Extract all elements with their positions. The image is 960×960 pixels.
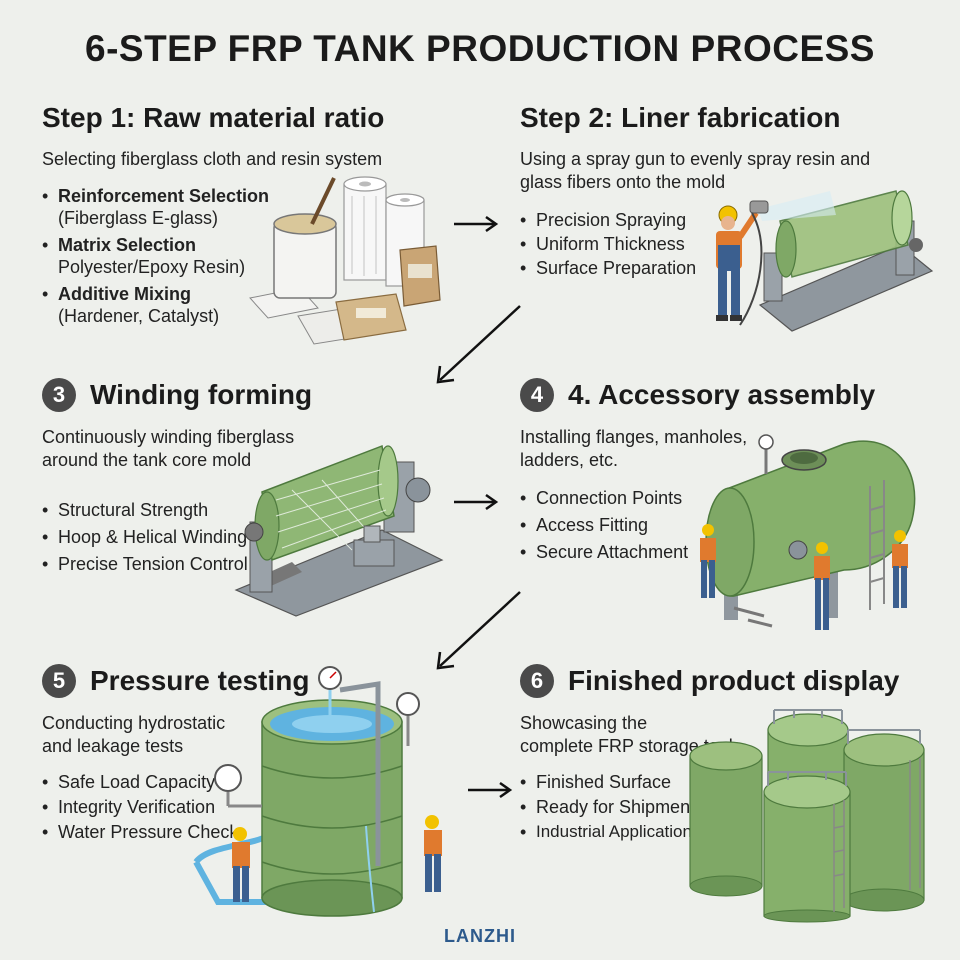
step-1-description: Selecting fiberglass cloth and resin sys… xyxy=(42,149,383,169)
arrow-right-icon xyxy=(468,781,513,799)
list-item: Additive Mixing(Hardener, Catalyst) xyxy=(42,283,384,327)
list-item: Structural Strength xyxy=(42,498,312,522)
list-item: Industrial Applications xyxy=(520,820,899,844)
pressure-test-tank-icon xyxy=(193,666,442,917)
arrow-down-left-icon xyxy=(436,305,521,384)
step-1-list: Reinforcement Selection(Fiberglass E-gla… xyxy=(42,185,384,327)
finished-tanks-icon xyxy=(689,709,925,923)
list-item: Reinforcement Selection(Fiberglass E-gla… xyxy=(42,185,384,229)
step-5-description: Conducting hydrostatic and leakage tests xyxy=(42,713,226,756)
step-2-description: Using a spray gun to evenly spray resin … xyxy=(520,149,871,192)
list-item: Precise Tension Control xyxy=(42,552,312,576)
step-number-badge: 6 xyxy=(520,664,554,698)
brand-logo: LANZHI xyxy=(444,926,516,946)
list-item: Finished Surface xyxy=(520,770,899,794)
list-item: Safe Load Capacity xyxy=(42,770,309,794)
list-item: Access Fitting xyxy=(520,513,875,537)
raw-materials-icon xyxy=(249,176,441,345)
step-5-list: Safe Load Capacity Integrity Verificatio… xyxy=(42,770,309,844)
list-item: Surface Preparation xyxy=(520,256,870,280)
step-6-list: Finished Surface Ready for Shipment Indu… xyxy=(520,770,899,844)
step-number-badge: 5 xyxy=(42,664,76,698)
step-1-heading: Step 1: Raw material ratio xyxy=(42,102,385,133)
list-item: Precision Spraying xyxy=(520,208,870,232)
list-item: Uniform Thickness xyxy=(520,232,870,256)
step-number-badge: 3 xyxy=(42,378,76,412)
arrow-down-left-icon xyxy=(436,591,521,670)
list-item: Hoop & Helical Winding xyxy=(42,525,312,549)
step-4-list: Connection Points Access Fitting Secure … xyxy=(520,486,875,564)
page-title: 6-STEP FRP TANK PRODUCTION PROCESS xyxy=(85,28,875,69)
step-1: Step 1: Raw material ratio Selecting fib… xyxy=(42,102,384,332)
list-item: Ready for Shipment xyxy=(520,795,899,819)
step-4-description: Installing flanges, manholes, ladders, e… xyxy=(520,427,748,470)
arrow-right-icon xyxy=(454,215,499,233)
list-item: Integrity Verification xyxy=(42,795,309,819)
step-2-heading: Step 2: Liner fabrication xyxy=(520,102,841,133)
spray-worker-icon xyxy=(716,190,934,332)
step-3-list: Structural Strength Hoop & Helical Windi… xyxy=(42,498,312,576)
arrow-right-icon xyxy=(454,493,499,511)
winding-machine-icon xyxy=(234,444,444,617)
list-item: Connection Points xyxy=(520,486,875,510)
list-item: Water Pressure Check xyxy=(42,820,309,844)
step-2: Step 2: Liner fabrication Using a spray … xyxy=(520,102,870,280)
assembly-tank-icon xyxy=(700,434,916,630)
step-3-description: Continuously winding fiberglass around t… xyxy=(42,427,295,470)
list-item: Secure Attachment xyxy=(520,540,875,564)
step-number-badge: 4 xyxy=(520,378,554,412)
step-2-list: Precision Spraying Uniform Thickness Sur… xyxy=(520,208,870,280)
